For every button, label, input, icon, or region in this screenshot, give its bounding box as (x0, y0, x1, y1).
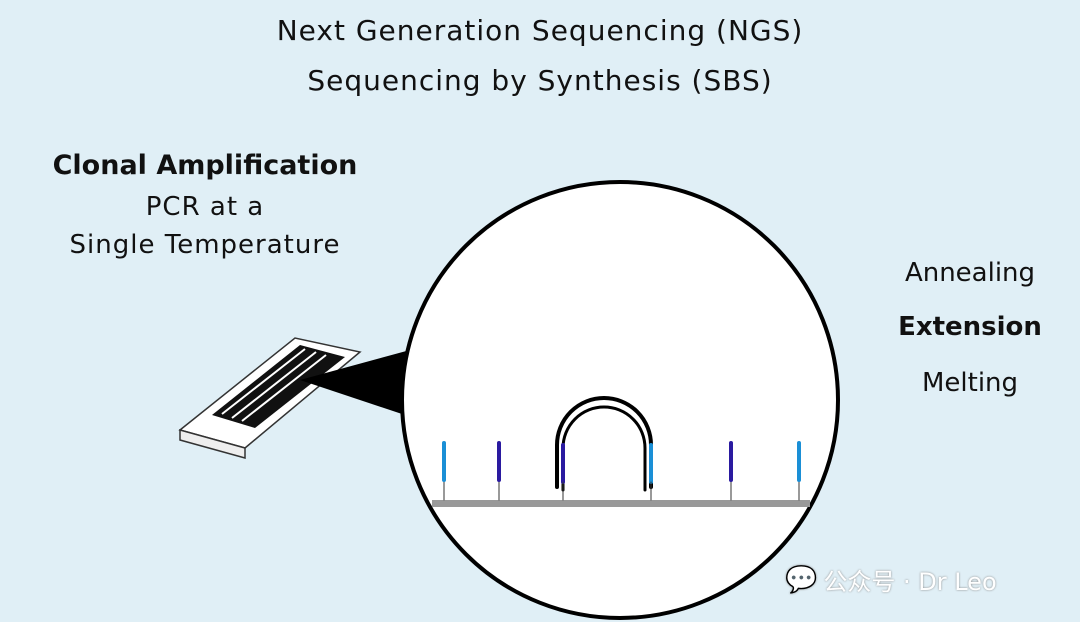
pcr-line-1: PCR at a (145, 192, 265, 222)
title-line-1: Next Generation Sequencing (NGS) (276, 14, 804, 47)
surface (432, 500, 810, 507)
watermark-text: 公众号 · Dr Leo (823, 568, 997, 596)
wechat-icon: 💬 (785, 564, 818, 595)
clonal-heading: Clonal Amplification (52, 150, 358, 181)
pcr-line-2: Single Temperature (69, 230, 341, 260)
step-annealing: Annealing (904, 258, 1036, 288)
flow-cell-icon (178, 337, 362, 459)
step-extension: Extension (898, 312, 1042, 342)
bridge-strand (555, 396, 653, 501)
step-melting: Melting (921, 368, 1019, 398)
title-line-2: Sequencing by Synthesis (SBS) (307, 64, 773, 97)
primers (442, 441, 801, 501)
zoom-cone (300, 350, 410, 415)
watermark: 💬 公众号 · Dr Leo (785, 562, 997, 597)
